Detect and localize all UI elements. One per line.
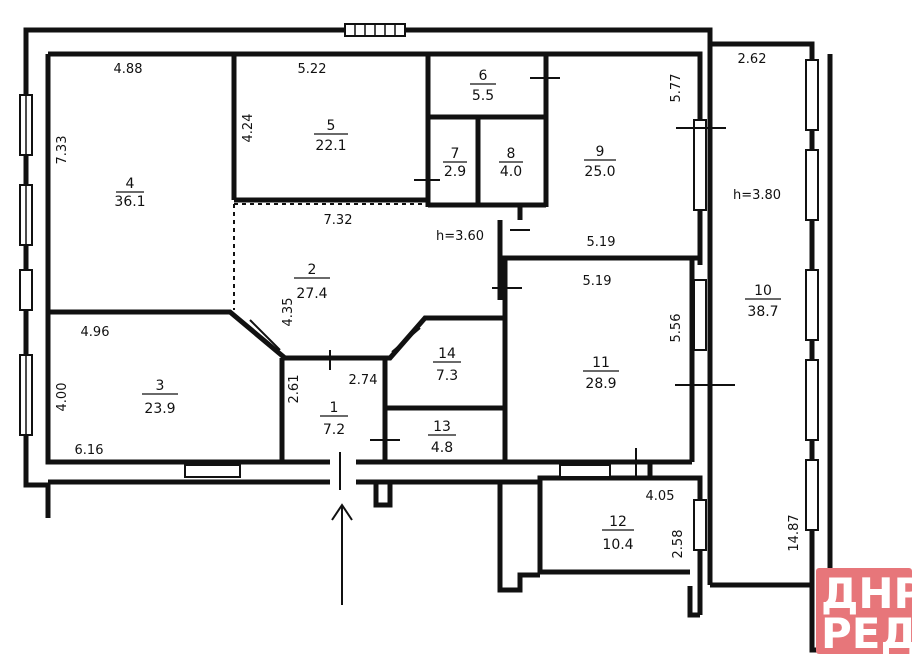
- dim-5-77: 5.77: [669, 74, 684, 103]
- svg-text:13: 13: [433, 419, 451, 435]
- dim-5-19-lower: 5.19: [583, 274, 612, 289]
- room-6: 6 5.5: [470, 68, 496, 104]
- svg-text:7: 7: [451, 146, 460, 162]
- svg-text:5: 5: [327, 118, 336, 134]
- logo-watermark: ДНР РЕД: [816, 568, 924, 658]
- svg-text:2.9: 2.9: [444, 164, 466, 180]
- dim-5-56: 5.56: [669, 314, 684, 343]
- dim-7-32: 7.32: [324, 213, 353, 228]
- svg-text:4.8: 4.8: [431, 440, 453, 456]
- dimension-labels: 4.88 5.22 2.62 7.33 4.24 5.77 7.32 5.19 …: [55, 52, 802, 558]
- room-9: 9 25.0: [584, 144, 616, 180]
- room-12: 12 10.4: [602, 514, 634, 553]
- dim-4-88: 4.88: [114, 62, 143, 77]
- svg-text:4.0: 4.0: [500, 164, 522, 180]
- room-4: 4 36.1: [114, 176, 145, 210]
- svg-text:10.4: 10.4: [602, 537, 633, 553]
- height-labels: h=3.60 h=3.80: [436, 188, 781, 244]
- entrance-arrow: [331, 503, 353, 605]
- svg-text:36.1: 36.1: [114, 194, 145, 210]
- room-labels: 4 36.1 5 22.1 6 5.5 7 2.9 8 4.0 9 25.0: [114, 68, 781, 553]
- svg-text:3: 3: [156, 378, 165, 394]
- svg-text:6: 6: [479, 68, 488, 84]
- svg-text:25.0: 25.0: [584, 164, 615, 180]
- dim-14-87: 14.87: [787, 514, 802, 551]
- room-5: 5 22.1: [314, 118, 348, 154]
- room-3: 3 23.9: [142, 378, 178, 417]
- svg-text:11: 11: [592, 355, 610, 371]
- dim-4-24: 4.24: [241, 114, 256, 143]
- room-11: 11 28.9: [583, 355, 619, 392]
- room-8: 8 4.0: [499, 146, 523, 180]
- dim-4-96: 4.96: [81, 325, 110, 340]
- room-14: 14 7.3: [433, 346, 461, 384]
- svg-text:8: 8: [507, 146, 516, 162]
- dim-7-33: 7.33: [55, 136, 70, 165]
- svg-text:14: 14: [438, 346, 456, 362]
- room-7: 7 2.9: [443, 146, 467, 180]
- svg-text:1: 1: [330, 400, 339, 416]
- logo-line-1: ДНР: [821, 569, 924, 618]
- svg-text:23.9: 23.9: [144, 401, 175, 417]
- svg-text:12: 12: [609, 514, 627, 530]
- svg-text:10: 10: [754, 283, 772, 299]
- svg-text:22.1: 22.1: [315, 138, 346, 154]
- dim-4-05: 4.05: [646, 489, 675, 504]
- room-10: 10 38.7: [745, 283, 781, 320]
- svg-text:4: 4: [126, 176, 135, 192]
- dashed-openings: [233, 203, 428, 310]
- dim-4-00: 4.00: [55, 383, 70, 412]
- svg-text:38.7: 38.7: [747, 304, 778, 320]
- dim-5-22: 5.22: [298, 62, 327, 77]
- logo-line-2: РЕД: [821, 609, 918, 658]
- dim-2-62: 2.62: [738, 52, 767, 67]
- ceiling-height-side: h=3.80: [733, 188, 781, 203]
- dim-6-16: 6.16: [75, 443, 104, 458]
- room-13: 13 4.8: [428, 419, 456, 456]
- ceiling-height-main: h=3.60: [436, 229, 484, 244]
- svg-text:5.5: 5.5: [472, 88, 494, 104]
- windows: [19, 23, 819, 551]
- svg-text:2: 2: [308, 262, 317, 278]
- svg-text:28.9: 28.9: [585, 376, 616, 392]
- dim-5-19-upper: 5.19: [587, 235, 616, 250]
- dim-2-58: 2.58: [671, 530, 686, 559]
- door-ticks: [249, 77, 735, 490]
- svg-text:7.3: 7.3: [436, 368, 458, 384]
- dim-4-35: 4.35: [281, 298, 296, 327]
- svg-text:7.2: 7.2: [323, 422, 345, 438]
- room-1: 1 7.2: [320, 400, 348, 438]
- dim-2-61: 2.61: [287, 375, 302, 404]
- svg-text:9: 9: [596, 144, 605, 160]
- dim-2-74: 2.74: [349, 373, 378, 388]
- room-2: 2 27.4: [294, 262, 330, 302]
- svg-text:27.4: 27.4: [296, 286, 327, 302]
